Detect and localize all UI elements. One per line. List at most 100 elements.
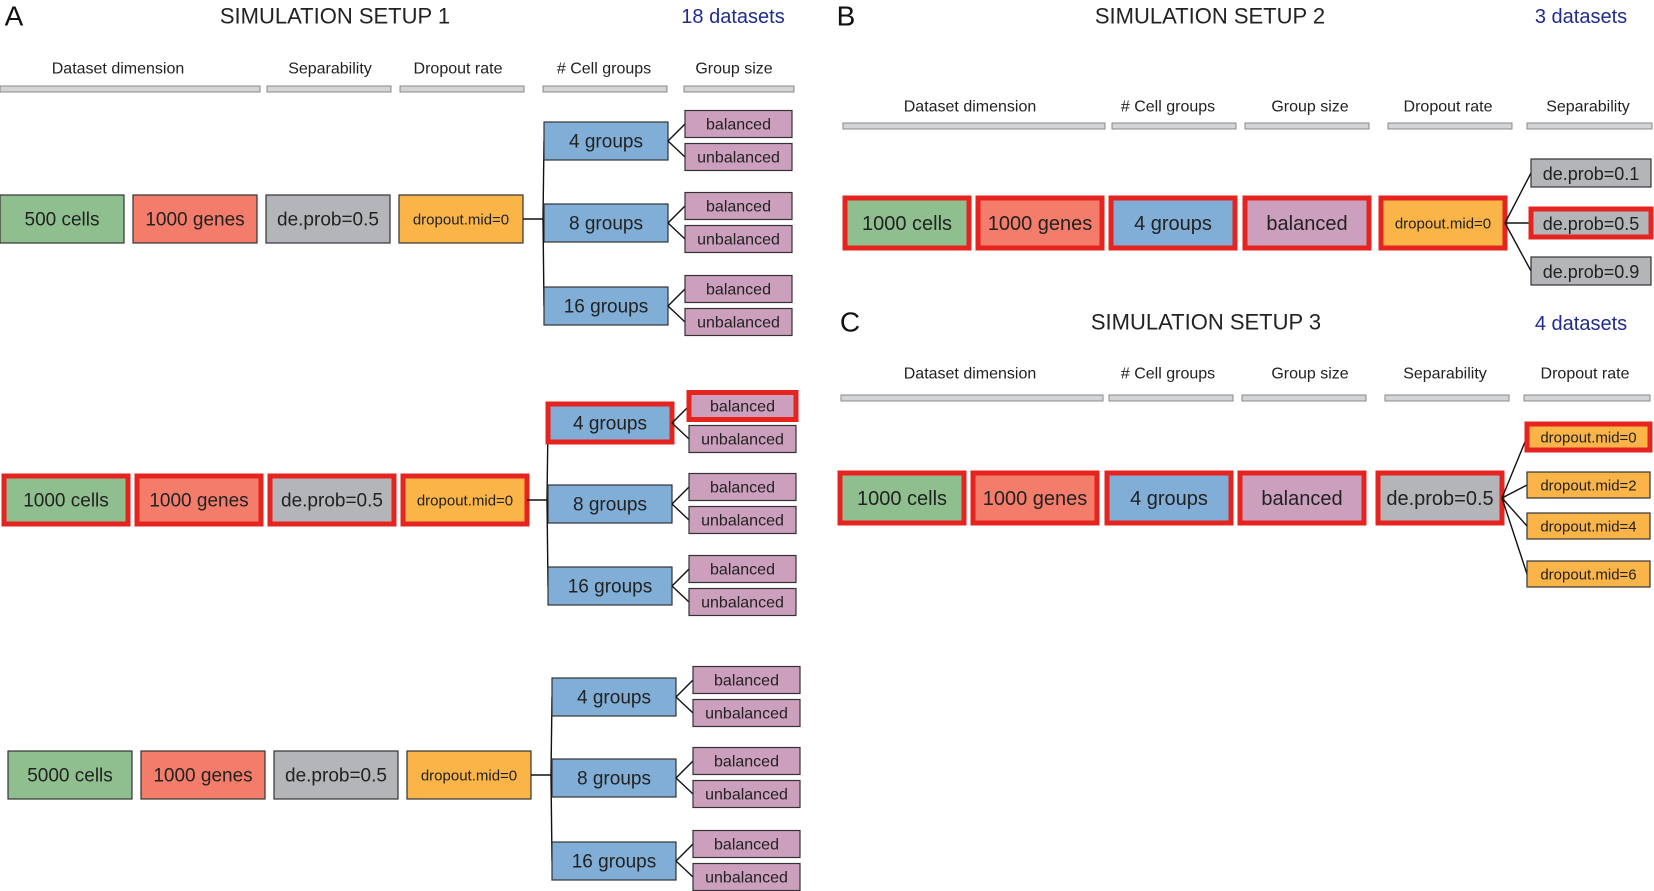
- panel-a-row-1-group-1-size-0-box-label: balanced: [710, 480, 775, 497]
- panel-a-row-1-group-0-size-connector-1: [671, 422, 690, 440]
- panel-a-row-0-group-1-box: 8 groups: [543, 203, 669, 243]
- panel-a-row-2-group-1-box-shape: [551, 758, 677, 798]
- panel-a-row-2-group-2-size-1-box: unbalanced: [692, 862, 801, 891]
- panel-c-branch-connector-2: [1501, 497, 1528, 527]
- panel-a-row-1-group-0-size-0-box-shape: [686, 390, 799, 422]
- panel-b-main-3-box-shape: [1242, 195, 1372, 251]
- panel-a-row-2-group-1-size-1-box: unbalanced: [692, 779, 801, 809]
- panel-a-row-1-group-2-size-connector-1: [671, 585, 690, 603]
- panel-a-row-2-separability-box-shape: [273, 750, 399, 800]
- panel-b-branch-1-box: de.prob=0.5: [1528, 206, 1654, 240]
- panel-c-header-bar-3: [1384, 394, 1510, 402]
- panel-c-header-2: Group size: [1271, 366, 1348, 383]
- panel-a-row-2-group-1-size-0-box-shape: [692, 746, 801, 776]
- panel-a-row-2-group-2-box-label: 16 groups: [572, 852, 657, 873]
- panel-a-row-2-group-0-size-0-box-label: balanced: [714, 673, 779, 690]
- panel-a-row-2-cells-box: 5000 cells: [7, 750, 133, 800]
- panel-a-header-bar-0: [0, 85, 261, 93]
- panel-a-row-2-cells-box-label: 5000 cells: [27, 766, 113, 787]
- panel-c-branch-1-box: dropout.mid=2: [1526, 471, 1651, 499]
- panel-a-row-1-genes-box-shape: [134, 473, 264, 527]
- panel-a-row-2-group-0-size-connector-1: [675, 696, 694, 714]
- panel-c-main-3-box-label: balanced: [1261, 488, 1342, 510]
- panel-a-row-2-dropout-box-shape: [406, 750, 532, 800]
- panel-a-row-0-group-0-box-label: 4 groups: [569, 132, 643, 153]
- panel-b-branch-1-box-label: de.prob=0.5: [1543, 214, 1640, 234]
- panel-a-row-0-group-2-box: 16 groups: [543, 286, 669, 326]
- panel-a-row-2-group-0-size-1-box: unbalanced: [692, 698, 801, 728]
- panel-a-row-2-group-2-size-0-box-label: balanced: [714, 837, 779, 854]
- panel-a-row-1-group-1-box-shape: [547, 484, 673, 524]
- panel-a-row-2-group-2-size-0-box-shape: [692, 829, 801, 859]
- panel-b-main-1-box: 1000 genes: [975, 195, 1105, 251]
- panel-a-row-0-dropout-box-shape: [398, 194, 524, 244]
- panel-a-row-2-dropout-box-label: dropout.mid=0: [421, 768, 517, 785]
- panel-b-main-3-box: balanced: [1242, 195, 1372, 251]
- panel-a-row-0-group-0-size-0-box-label: balanced: [706, 117, 771, 134]
- panel-a-row-1-group-2-size-connector-0: [671, 568, 690, 587]
- panel-c-letter: C: [840, 307, 860, 338]
- panel-a-row-0-group-1-size-1-box-shape: [684, 224, 793, 254]
- panel-a-row-1-group-2-box-label: 16 groups: [568, 577, 653, 598]
- panel-a-row-2-group-0-box: 4 groups: [551, 677, 677, 717]
- panel-b-main-1-box-label: 1000 genes: [988, 213, 1093, 235]
- panel-c-branch-connector-0: [1501, 436, 1528, 499]
- panel-a-row-2-group-0-size-0-box-shape: [692, 665, 801, 695]
- panel-c-main-2-box-shape: [1104, 470, 1234, 526]
- panel-a-title: SIMULATION SETUP 1: [220, 4, 450, 29]
- panel-a-row-1-separability-box-label: de.prob=0.5: [281, 491, 383, 512]
- panel-c-branch-3-box-label: dropout.mid=6: [1540, 567, 1636, 584]
- panel-c-main-0-box: 1000 cells: [837, 470, 967, 526]
- panel-c-branch-2-box-shape: [1526, 512, 1651, 540]
- panel-a-row-2-group-0-box-label: 4 groups: [577, 688, 651, 709]
- panel-a-row-1-group-0-size-0-box: balanced: [686, 390, 799, 422]
- panel-b-main-0-box-shape: [842, 195, 972, 251]
- panel-c-header-bar-4: [1523, 394, 1651, 402]
- panel-a-row-2-group-1-size-connector-0: [675, 760, 694, 779]
- panel-a-row-2-group-2-box: 16 groups: [551, 841, 677, 881]
- panel-c-header-3: Separability: [1403, 366, 1487, 383]
- panel-a-row-1-group-2-size-0-box-label: balanced: [710, 562, 775, 579]
- panel-a-row-1-dropout-box-label: dropout.mid=0: [417, 493, 513, 510]
- panel-b-branch-connector-2: [1504, 222, 1532, 272]
- panel-a-row-1-group-0-box: 4 groups: [545, 401, 675, 445]
- panel-b-main-4-box-label: dropout.mid=0: [1395, 216, 1491, 233]
- panel-a-row-1-genes-box-label: 1000 genes: [149, 491, 248, 512]
- panel-b-branch-0-box-shape: [1530, 158, 1652, 188]
- panel-a-row-1-dropout-box: dropout.mid=0: [400, 473, 530, 527]
- panel-b-header-3: Dropout rate: [1404, 99, 1493, 116]
- panel-a-row-1-group-0-size-1-box: unbalanced: [688, 424, 797, 454]
- panel-a-row-1-separability-box-shape: [267, 473, 397, 527]
- panel-a-row-1-group-0-box-label: 4 groups: [573, 414, 647, 435]
- panel-c-header-0: Dataset dimension: [904, 366, 1037, 383]
- panel-a-row-0-group-2-size-connector-0: [667, 288, 686, 307]
- panel-c-branch-0-box-shape: [1524, 421, 1653, 453]
- panel-a-row-2-group-2-box-shape: [551, 841, 677, 881]
- panel-a-row-0-group-2-box-label: 16 groups: [564, 297, 649, 318]
- panel-a-row-2-group-1-size-1-box-label: unbalanced: [705, 787, 788, 804]
- panel-a-header-bar-1: [266, 85, 392, 93]
- panel-a-row-2-genes-box-label: 1000 genes: [153, 766, 252, 787]
- panel-c-main-1-box-shape: [970, 470, 1100, 526]
- panel-a-row-2-group-1-box: 8 groups: [551, 758, 677, 798]
- panel-a-row-0-group-1-size-connector-1: [667, 222, 686, 240]
- panel-a-header-3: # Cell groups: [557, 61, 651, 78]
- panel-a-row-0-group-2-size-1-box-label: unbalanced: [697, 315, 780, 332]
- panel-c-main-0-box-shape: [837, 470, 967, 526]
- panel-c-main-3-box: balanced: [1237, 470, 1367, 526]
- panel-b-main-4-box: dropout.mid=0: [1378, 195, 1508, 251]
- panel-a-row-1-group-2-box: 16 groups: [547, 566, 673, 606]
- panel-b-main-0-box: 1000 cells: [842, 195, 972, 251]
- panel-a-row-0-group-0-size-connector-1: [667, 140, 686, 158]
- panel-b-main-2-box: 4 groups: [1108, 195, 1238, 251]
- panel-a-row-0-group-2-size-1-box: unbalanced: [684, 307, 793, 337]
- panel-c-header-bar-1: [1108, 394, 1234, 402]
- panel-c-branch-connector-3: [1501, 497, 1528, 575]
- panel-c-branch-1-box-shape: [1526, 471, 1651, 499]
- panel-a-header-bar-4: [683, 85, 795, 93]
- panel-a-row-1-group-1-size-connector-0: [671, 486, 690, 505]
- panel-a-row-2-group-0-size-connector-0: [675, 679, 694, 698]
- panel-c-branch-3-box: dropout.mid=6: [1526, 560, 1651, 588]
- panel-c-branch-0-box: dropout.mid=0: [1524, 421, 1653, 453]
